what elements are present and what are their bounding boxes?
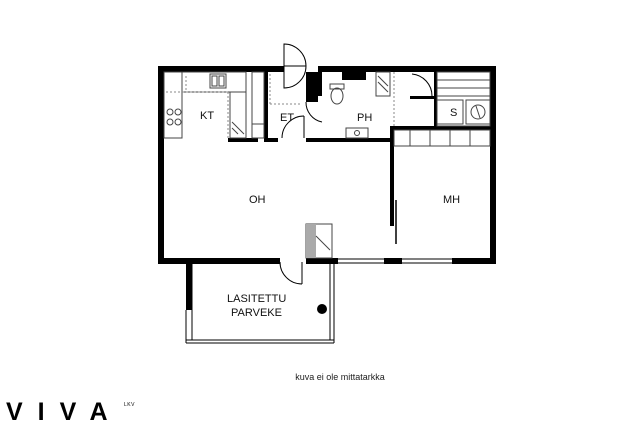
outer-walls bbox=[158, 66, 496, 310]
entry-fixtures bbox=[251, 71, 300, 139]
room-label-et: ET bbox=[280, 112, 294, 124]
doors bbox=[279, 43, 433, 285]
scale-disclaimer: kuva ei ole mittatarkka bbox=[295, 372, 385, 382]
room-label-balcony-line2: PARVEKE bbox=[231, 307, 282, 319]
room-label-mh: MH bbox=[443, 194, 460, 206]
viva-logo: VIVA bbox=[6, 398, 123, 426]
sauna-benches bbox=[436, 71, 491, 127]
room-label-s: S bbox=[450, 107, 457, 119]
fireplace bbox=[305, 223, 333, 259]
room-label-kt: KT bbox=[200, 110, 214, 122]
wardrobes bbox=[393, 129, 491, 244]
balcony-drain-icon bbox=[317, 304, 327, 314]
room-label-oh: OH bbox=[249, 194, 266, 206]
kitchen-fixtures bbox=[163, 71, 247, 139]
logo-suffix: LKV bbox=[124, 402, 135, 408]
windows bbox=[338, 258, 452, 264]
balcony bbox=[185, 264, 335, 344]
bathroom-fixtures bbox=[329, 71, 395, 139]
room-label-balcony-line1: LASITETTU bbox=[227, 293, 286, 305]
room-label-ph: PH bbox=[357, 112, 372, 124]
interior-walls bbox=[228, 72, 494, 226]
